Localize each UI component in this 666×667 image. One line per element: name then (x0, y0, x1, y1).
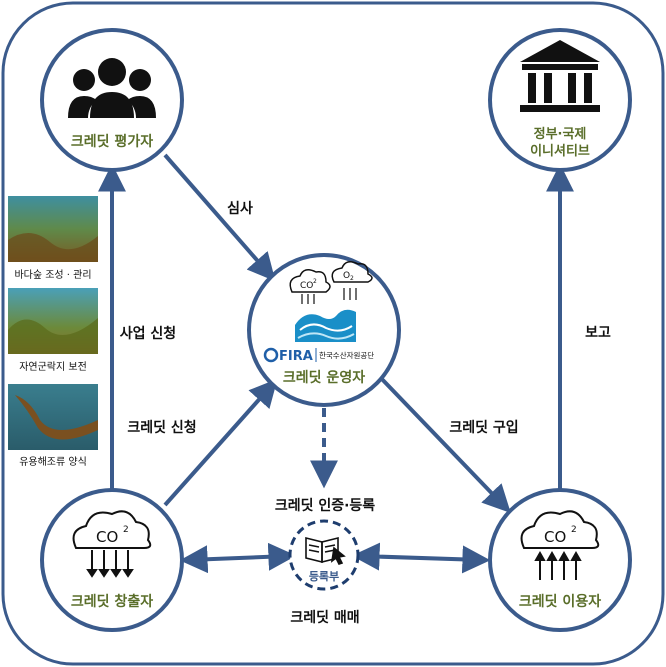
ocean-wave-icon (295, 309, 356, 342)
node-registry: 등록부 (288, 519, 360, 591)
co2-emission-icon: CO 2 (72, 510, 152, 578)
label-registry: 등록부 (309, 570, 339, 583)
edge-review (163, 153, 276, 282)
svg-text:O: O (343, 271, 350, 281)
edge-trade-left (179, 542, 297, 574)
svg-text:2: 2 (313, 278, 317, 285)
node-government: 정부·국제 이니셔티브 (488, 28, 632, 172)
label-user: 크레딧 이용자 (519, 593, 601, 610)
label-project-apply: 사업 신청 (120, 326, 176, 342)
svg-text:2: 2 (571, 525, 577, 535)
label-purchase: 크레딧 구입 (449, 419, 518, 436)
people-icon (68, 58, 156, 118)
edges (98, 153, 574, 574)
label-emitter: 크레딧 창출자 (71, 593, 153, 610)
label-review: 심사 (227, 201, 253, 217)
edge-trade-right (351, 542, 491, 574)
svg-text:2: 2 (123, 525, 129, 535)
edge-purchase (376, 373, 511, 514)
co2-absorb-icon: CO 2 (520, 510, 600, 580)
label-report: 보고 (585, 325, 611, 341)
caption-natural: 자연군락지 보전 (19, 361, 87, 373)
svg-text:CO: CO (300, 281, 313, 291)
node-evaluator: 크레딧 평가자 (40, 28, 184, 172)
svg-text:CO: CO (544, 528, 566, 546)
label-evaluator: 크레딧 평가자 (71, 133, 153, 150)
o2-cloud-icon: O 2 (331, 261, 373, 300)
edge-credit-apply (163, 378, 278, 507)
label-government-2: 이니셔티브 (530, 143, 590, 159)
node-user: CO 2 크레딧 이용자 (488, 488, 632, 632)
label-certify: 크레딧 인증·등록 (275, 497, 375, 514)
label-credit-apply: 크레딧 신청 (127, 419, 196, 436)
caption-seaforest: 바다숲 조성 · 관리 (14, 269, 91, 281)
book-icon (305, 536, 346, 565)
label-government-1: 정부·국제 (534, 126, 587, 142)
svg-text:FIRA: FIRA (279, 349, 313, 364)
photo-aquaculture (8, 384, 98, 450)
svg-text:CO: CO (96, 528, 118, 546)
institution-icon (520, 40, 600, 112)
label-operator: 크레딧 운영자 (283, 369, 365, 386)
caption-aquaculture: 유용해조류 양식 (19, 455, 87, 468)
fira-logo: FIRA 한국수산자원공단 (263, 347, 374, 364)
svg-text:한국수산자원공단: 한국수산자원공단 (319, 350, 374, 360)
node-operator: CO 2 O 2 FIRA 한국수산자원공단 크레딧 운영자 (247, 253, 401, 407)
label-trade: 크레딧 매매 (290, 609, 359, 626)
svg-text:2: 2 (350, 275, 354, 282)
co2-cloud-icon: CO 2 (289, 269, 331, 304)
photo-strip: 바다숲 조성 · 관리 자연군락지 보전 유용해조류 양식 (8, 196, 98, 468)
node-emitter: CO 2 크레딧 창출자 (40, 488, 184, 632)
